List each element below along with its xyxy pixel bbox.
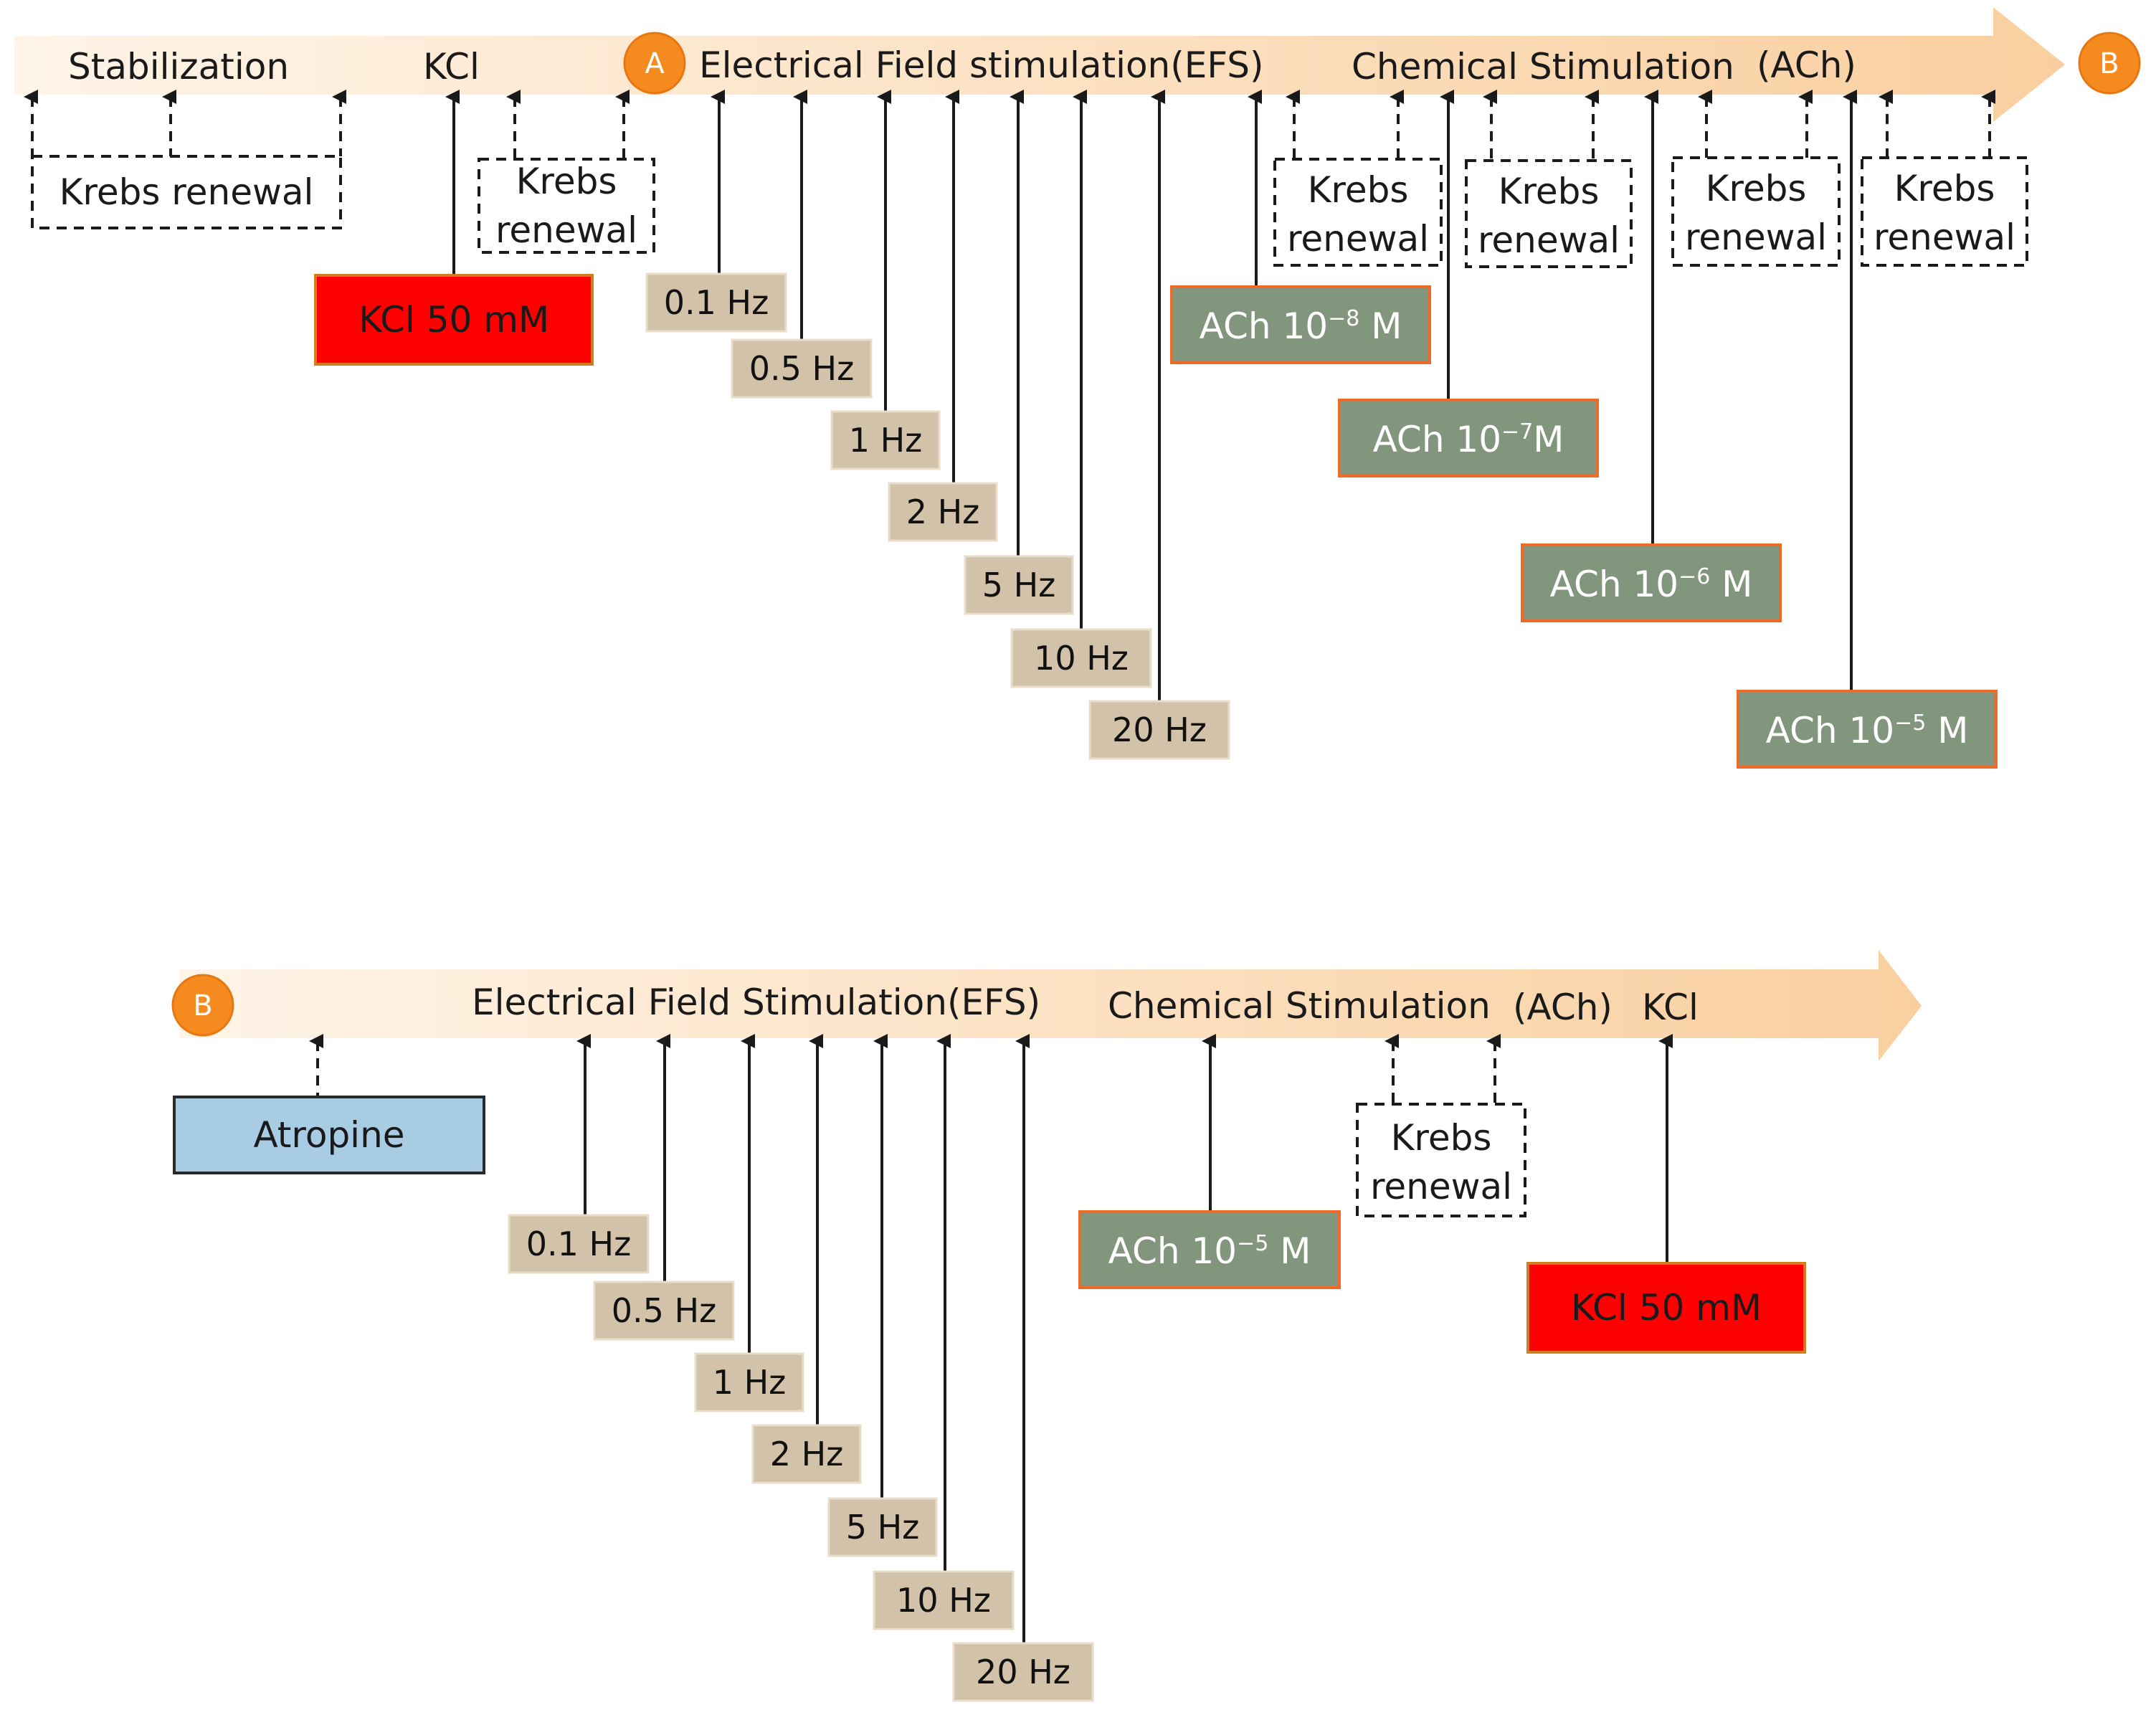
hz-box: [731, 338, 873, 399]
krebs-renewal-box: [1861, 90, 2028, 267]
badge-b-start: B: [171, 974, 234, 1037]
hz-label: 0.1 Hz: [664, 283, 769, 322]
krebs-renewal-label: Krebs: [1706, 168, 1807, 209]
efs-frequency-steps: 0.1 Hz 0.5 Hz 1 Hz 2 Hz 5 Hz 10 Hz 20 Hz: [508, 1034, 1094, 1702]
hz-box: [827, 1497, 938, 1557]
hz-label: 5 Hz: [982, 566, 1056, 604]
krebs-renewal-box: [1356, 1034, 1526, 1217]
stabilization-label: Stabilization: [68, 46, 289, 87]
hz-box: [645, 272, 787, 333]
hz-box: [751, 1424, 862, 1484]
krebs-renewal-label: Krebs: [516, 161, 617, 202]
ach-box: [1078, 1210, 1341, 1289]
krebs-renewal-label: Krebs: [1308, 169, 1409, 211]
hz-box: [508, 1214, 650, 1274]
hz-label: 20 Hz: [976, 1653, 1070, 1691]
hz-box: [694, 1352, 804, 1412]
krebs-renewal-box: [1273, 90, 1443, 267]
hz-label: 2 Hz: [906, 493, 980, 531]
chemical-phase-label: Chemical Stimulation: [1108, 985, 1491, 1027]
ach-phase-label: (ACh): [1513, 987, 1613, 1028]
efs-phase-label: Electrical Field stimulation(EFS): [699, 44, 1263, 86]
efs-frequency-steps: 0.1 Hz 0.5 Hz 1 Hz 2 Hz 5 Hz 10 Hz 20 Hz: [645, 90, 1230, 760]
hz-box: [873, 1570, 1015, 1630]
atropine-box: [173, 1096, 485, 1174]
krebs-renewal-label: renewal: [1287, 218, 1429, 260]
hz-box: [964, 555, 1074, 615]
kcl-50mm-box: [1526, 1262, 1806, 1354]
ach-phase-label: (ACh): [1757, 44, 1856, 86]
bottom-timeline: B Electrical Field Stimulation(EFS) Chem…: [171, 950, 1922, 1702]
ach-box: [1170, 285, 1431, 364]
top-timeline: Stabilization KCl A Electrical Field sti…: [14, 7, 2141, 769]
kcl-phase-label: KCl: [423, 46, 480, 87]
krebs-renewal-box: [24, 90, 346, 229]
ach-label: ACh 10−6 M: [1550, 564, 1753, 605]
krebs-renewal-label: renewal: [1370, 1166, 1512, 1207]
kcl-phase-label: KCl: [1642, 987, 1699, 1028]
ach-label: ACh 10−8 M: [1200, 305, 1402, 347]
ach-steps: ACh 10−8 M ACh 10−7M ACh 10−6 M ACh 10−5…: [1170, 90, 1998, 769]
krebs-renewal-label: renewal: [1685, 217, 1827, 258]
kcl-50mm-box: [314, 274, 594, 366]
ach-label: ACh 10−5 M: [1766, 710, 1969, 751]
hz-label: 10 Hz: [1034, 639, 1129, 678]
hz-box: [888, 482, 998, 542]
hz-label: 0.5 Hz: [612, 1291, 717, 1330]
hz-label: 0.1 Hz: [526, 1225, 632, 1263]
ach-label: ACh 10−5 M: [1108, 1230, 1311, 1272]
bottom-timeline-arrow: [179, 950, 1922, 1061]
badge-a: A: [623, 32, 686, 95]
hz-box: [593, 1281, 735, 1341]
krebs-renewal-label: Krebs: [1499, 171, 1600, 212]
hz-label: 20 Hz: [1112, 711, 1207, 749]
svg-text:B: B: [193, 989, 212, 1022]
hz-label: 2 Hz: [770, 1435, 844, 1473]
hz-label: 1 Hz: [849, 421, 923, 460]
hz-box: [952, 1642, 1094, 1702]
hz-label: 0.5 Hz: [749, 349, 855, 388]
kcl-50mm-label: KCl 50 mM: [358, 299, 549, 341]
svg-text:B: B: [2099, 47, 2119, 80]
kcl-50mm-label: KCl 50 mM: [1571, 1287, 1762, 1329]
hz-label: 10 Hz: [896, 1581, 991, 1620]
ach-box: [1737, 690, 1998, 769]
ach-label: ACh 10−7M: [1373, 419, 1564, 460]
badge-b-end: B: [2078, 32, 2141, 95]
top-timeline-arrow: [14, 7, 2065, 122]
hz-label: 1 Hz: [713, 1363, 787, 1402]
krebs-renewal-label: Krebs renewal: [60, 171, 314, 213]
krebs-renewal-label: renewal: [1478, 219, 1620, 261]
ach-box: [1521, 543, 1782, 622]
krebs-renewal-label: Krebs: [1894, 168, 1995, 209]
krebs-renewal-label: Krebs: [1391, 1117, 1492, 1159]
atropine-label: Atropine: [253, 1114, 404, 1156]
hz-box: [1010, 628, 1152, 688]
chemical-phase-label: Chemical Stimulation: [1352, 46, 1734, 87]
krebs-renewal-box: [1465, 90, 1633, 268]
krebs-renewal-box: [478, 90, 655, 254]
hz-label: 5 Hz: [846, 1508, 920, 1547]
krebs-renewal-label: renewal: [495, 209, 637, 251]
hz-box: [1088, 700, 1230, 760]
krebs-renewal-label: renewal: [1874, 217, 2015, 258]
hz-box: [830, 410, 941, 470]
svg-text:A: A: [645, 47, 665, 80]
efs-phase-label: Electrical Field Stimulation(EFS): [472, 982, 1040, 1023]
ach-box: [1338, 399, 1599, 478]
